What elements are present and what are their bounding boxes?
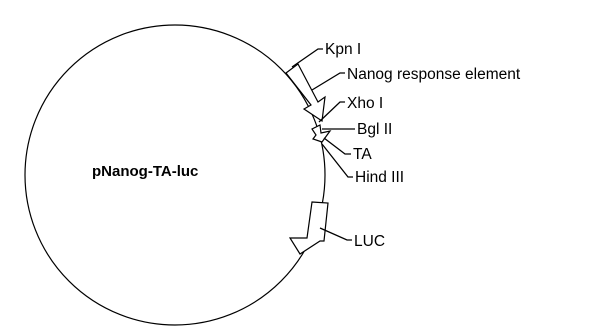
- luc-label: LUC: [354, 233, 385, 250]
- ta-label: TA: [353, 146, 372, 163]
- plasmid-backbone: [24, 24, 326, 326]
- kpn1-label: Kpn I: [325, 41, 361, 58]
- bgl2-label: Bgl II: [357, 121, 392, 138]
- ta-leader: [323, 137, 351, 155]
- luc-leader: [319, 227, 352, 241]
- nanog-re-leader: [311, 72, 345, 91]
- hind3-leader: [321, 143, 353, 178]
- ta-element-arrow: [311, 124, 332, 143]
- nanog-response-element-arrow: [285, 63, 326, 123]
- xho1-leader: [318, 101, 345, 123]
- xho1-label: Xho I: [347, 95, 383, 112]
- plasmid-name: pNanog-TA-luc: [92, 163, 198, 180]
- kpn1-leader: [291, 48, 323, 68]
- luc-gene-arrow: [288, 201, 329, 255]
- hind3-label: Hind III: [355, 169, 404, 186]
- nanog-re-label: Nanog response element: [347, 66, 521, 83]
